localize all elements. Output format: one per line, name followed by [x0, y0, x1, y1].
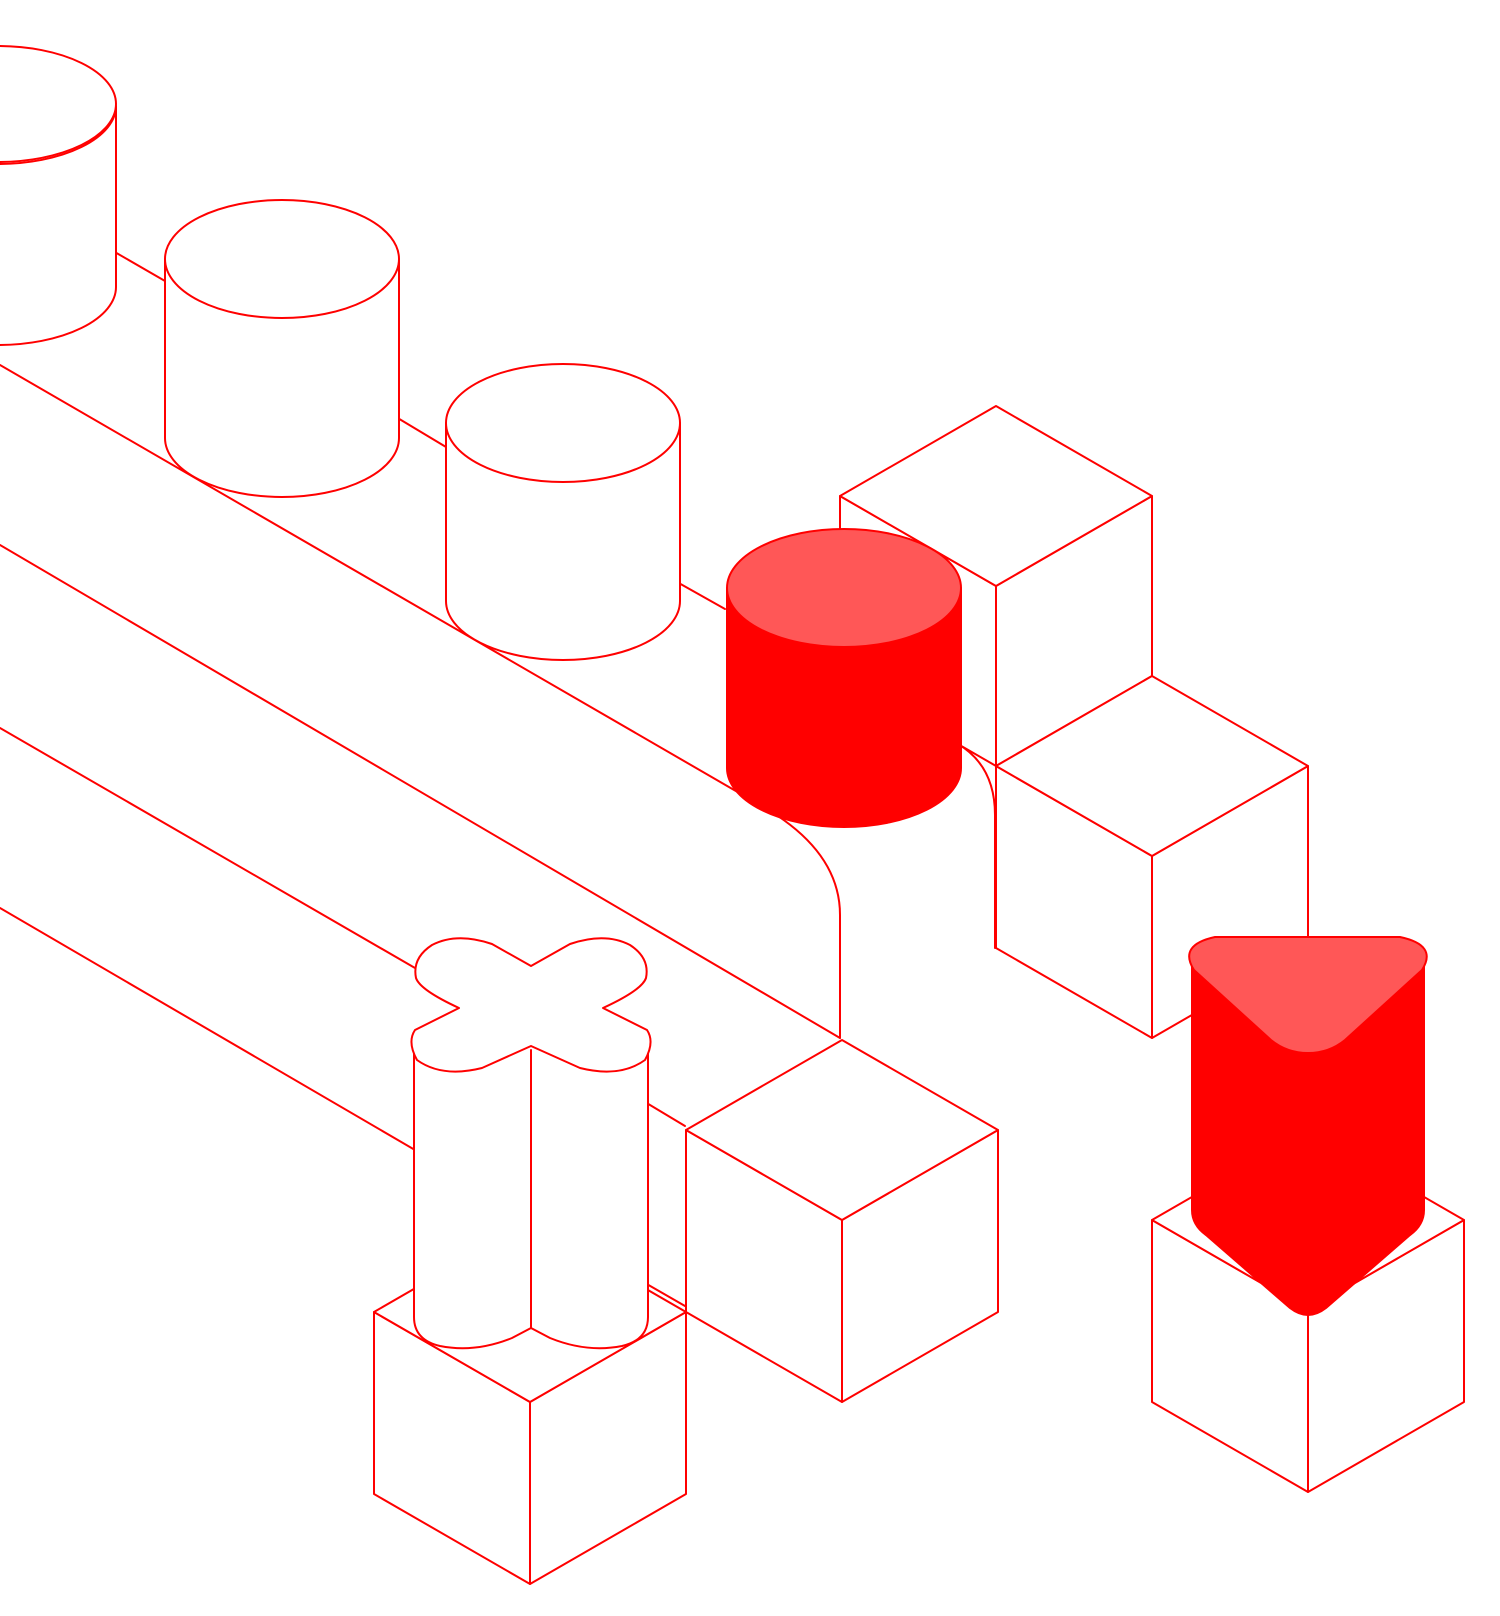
outline-cylinder-3	[445, 363, 681, 661]
outline-cube-center	[685, 1039, 999, 1403]
solid-red-triangle-prism	[1188, 936, 1428, 1316]
outline-cross-prism	[410, 937, 652, 1350]
solid-red-cylinder	[726, 528, 962, 828]
outline-cylinder-2	[164, 199, 400, 498]
outline-cylinder-1	[0, 45, 117, 346]
